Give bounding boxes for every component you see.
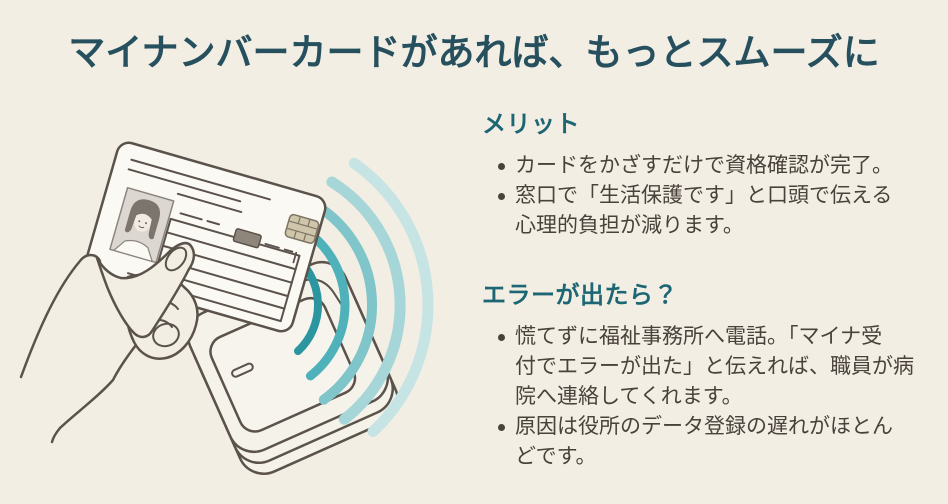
bullet-dot bbox=[498, 193, 505, 200]
section-merit: メリット カードをかざすだけで資格確認が完了。 窓口で「生活保護です」と口頭で伝… bbox=[482, 104, 932, 241]
nfc-waves-icon bbox=[279, 157, 434, 437]
ic-chip-icon bbox=[284, 213, 320, 244]
tap-illustration bbox=[19, 141, 434, 475]
bullet-text: 慌てずに福祉事務所へ電話。「マイナ受 bbox=[515, 325, 883, 348]
bullet-text: 心理的負担が減ります。 bbox=[515, 214, 744, 237]
list-item: 慌てずに福祉事務所へ電話。「マイナ受 付でエラーが出た」と伝えれば、職員が病 院… bbox=[498, 322, 932, 412]
bullet-text: 付でエラーが出た」と伝えれば、職員が病 bbox=[515, 355, 914, 378]
page-title: マイナンバーカードがあれば、もっとスムーズに bbox=[68, 32, 880, 73]
merit-list: カードをかざすだけで資格確認が完了。 窓口で「生活保護です」と口頭で伝える 心理… bbox=[482, 151, 932, 241]
list-item: 窓口で「生活保護です」と口頭で伝える 心理的負担が減ります。 bbox=[498, 181, 932, 241]
bullet-dot bbox=[498, 334, 505, 341]
list-item: 原因は役所のデータ登録の遅れがほとん どです。 bbox=[498, 412, 932, 472]
error-list: 慌てずに福祉事務所へ電話。「マイナ受 付でエラーが出た」と伝えれば、職員が病 院… bbox=[482, 322, 932, 472]
portrait-photo bbox=[109, 187, 175, 264]
error-heading: エラーが出たら？ bbox=[482, 282, 678, 309]
section-error: エラーが出たら？ 慌てずに福祉事務所へ電話。「マイナ受 付でエラーが出た」と伝え… bbox=[482, 275, 932, 472]
bullet-text: どです。 bbox=[515, 445, 597, 468]
thumbnail bbox=[164, 246, 188, 272]
bullet-text: 院へ連絡してくれます。 bbox=[515, 385, 743, 408]
hand-icon bbox=[19, 241, 199, 444]
list-item: カードをかざすだけで資格確認が完了。 bbox=[498, 151, 932, 181]
merit-heading: メリット bbox=[482, 111, 580, 138]
info-panel: メリット カードをかざすだけで資格確認が完了。 窓口で「生活保護です」と口頭で伝… bbox=[482, 104, 932, 472]
bullet-dot bbox=[498, 424, 505, 431]
bullet-text: 窓口で「生活保護です」と口頭で伝える bbox=[515, 184, 893, 207]
bullet-text: 原因は役所のデータ登録の遅れがほとん bbox=[515, 415, 893, 438]
bullet-text: カードをかざすだけで資格確認が完了。 bbox=[515, 154, 893, 177]
bullet-dot bbox=[498, 163, 505, 170]
